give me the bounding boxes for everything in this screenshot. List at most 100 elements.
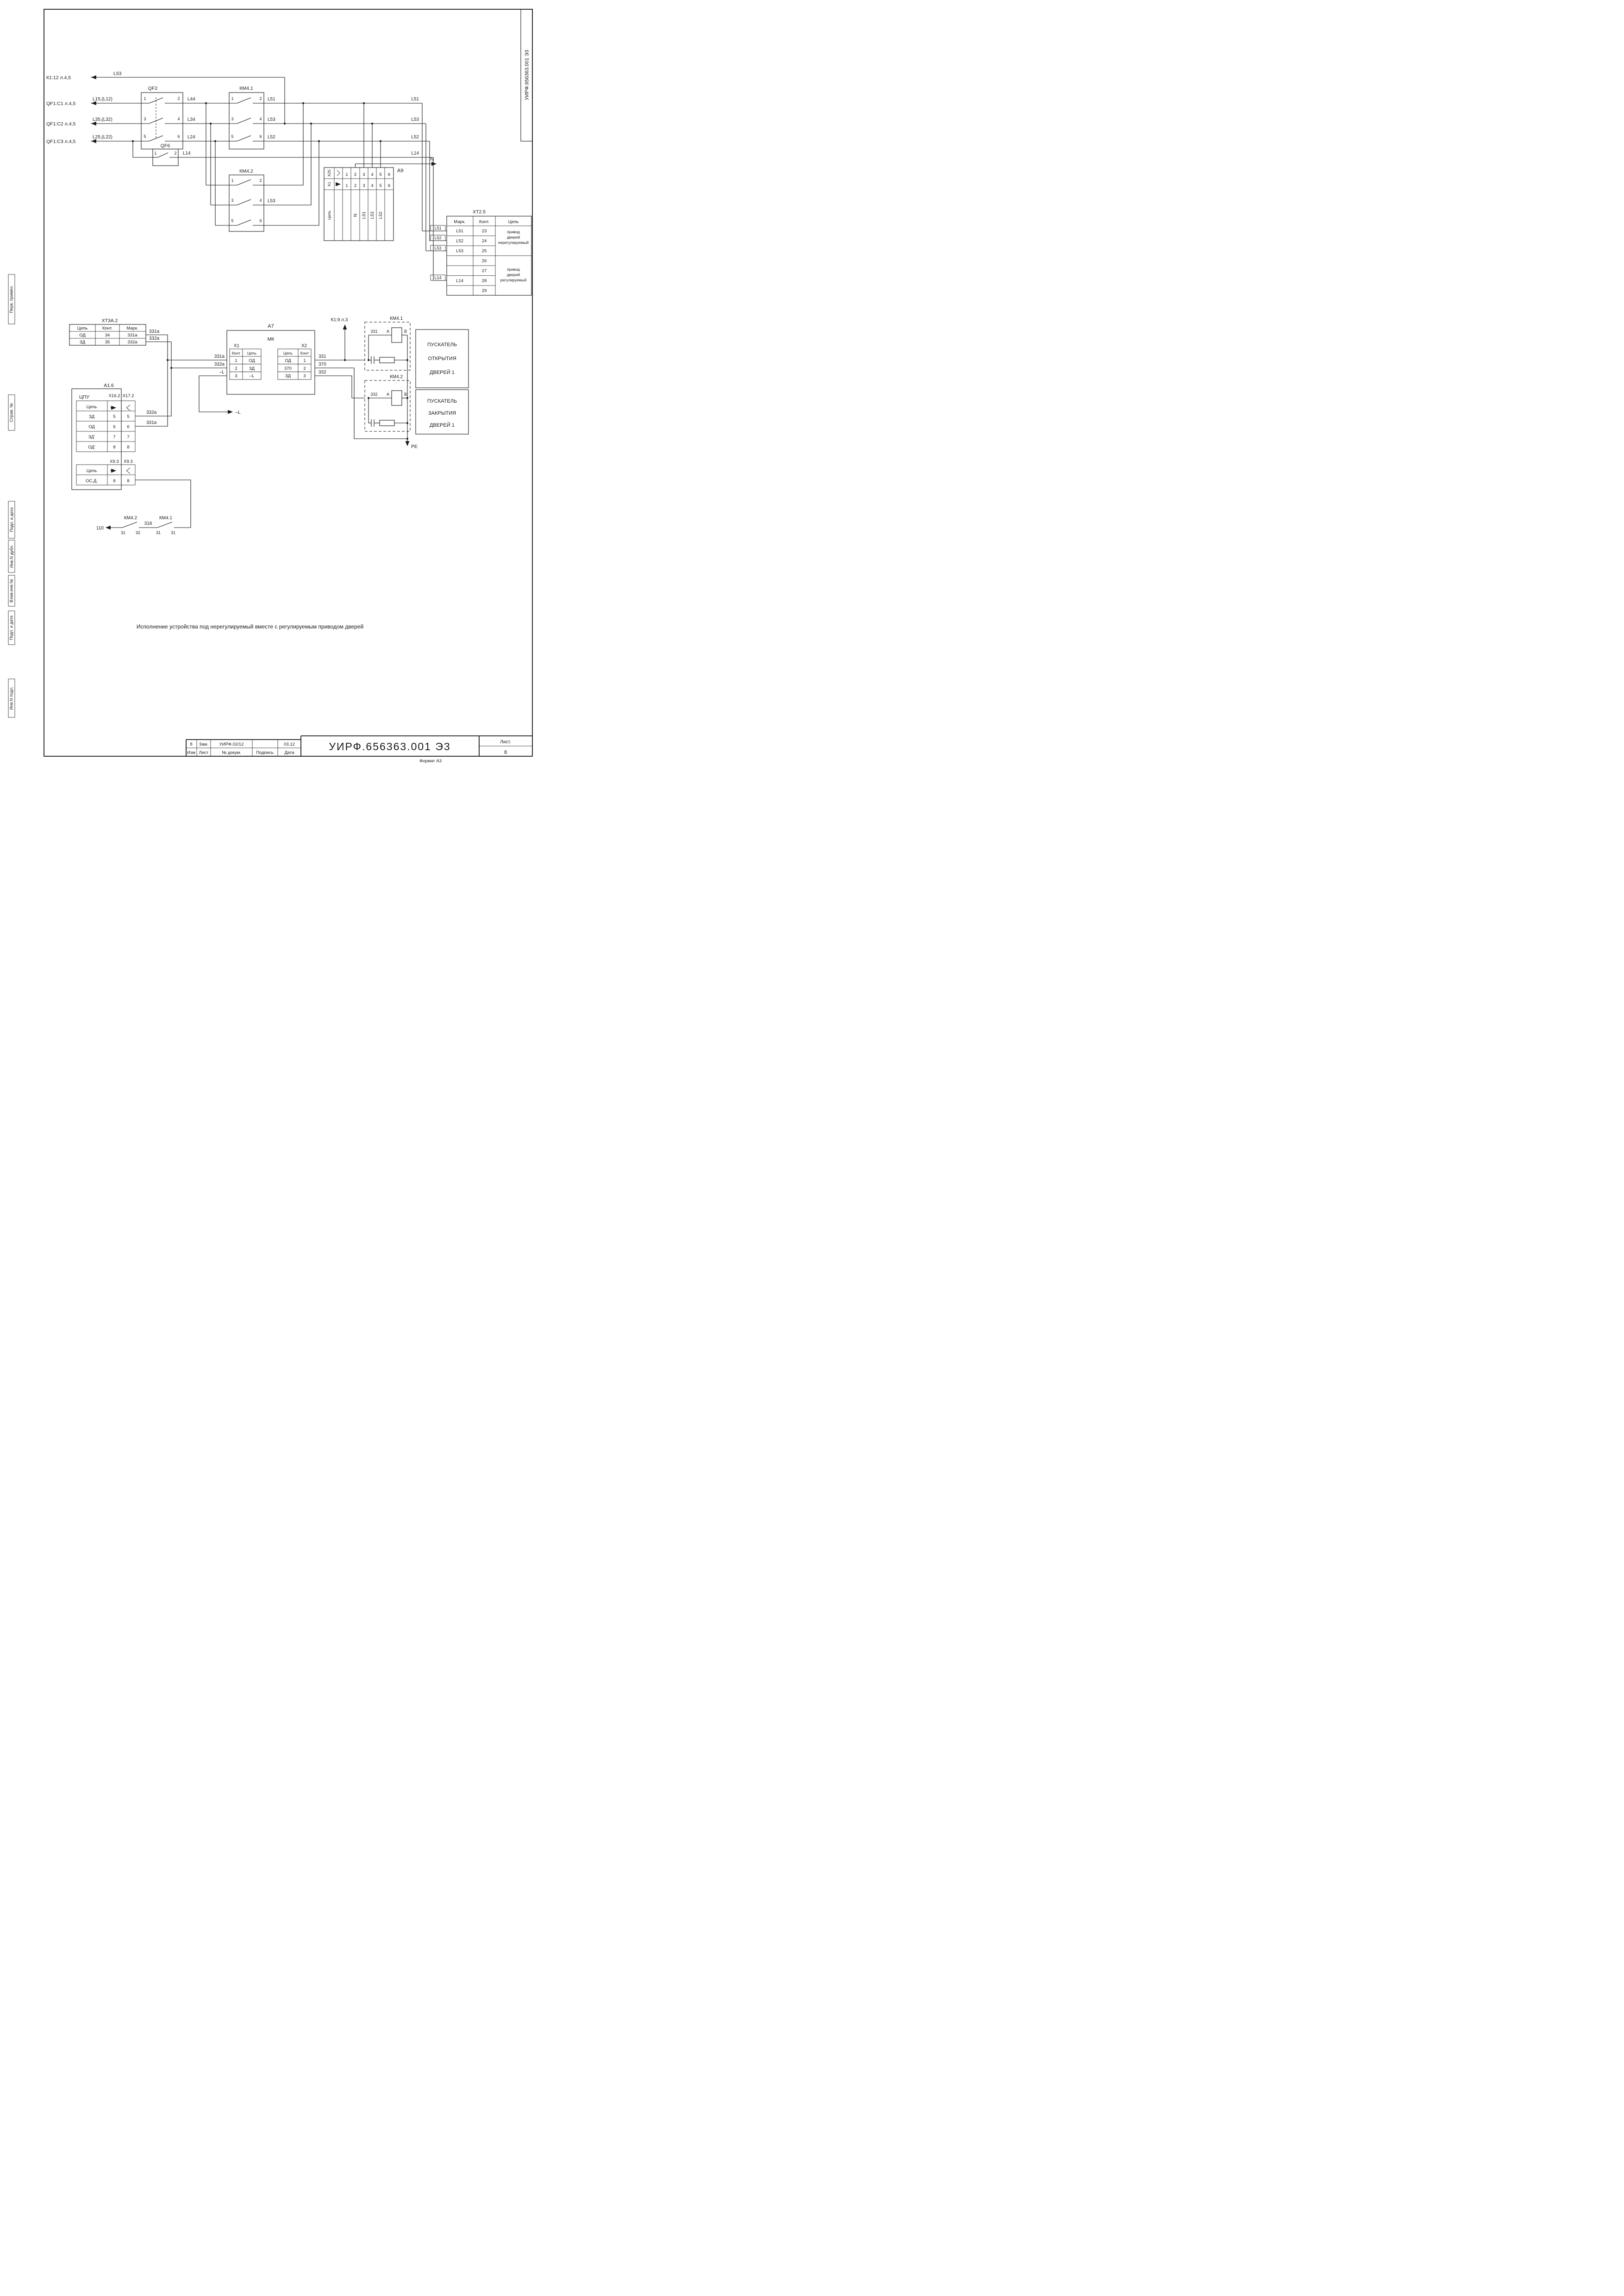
km42-pin: 4 <box>259 198 262 203</box>
stamp-vzam-inv: Взам.инв.№ <box>9 579 14 603</box>
tb-cell: 8 <box>190 742 192 747</box>
qf2-pin: 6 <box>177 134 180 139</box>
phase-wiring <box>183 102 229 226</box>
xt25-title: ХТ2.5 <box>473 209 486 215</box>
a9-signal-l52: L52 <box>378 212 383 219</box>
stamp-perv-primen: Перв. примен. <box>9 286 14 313</box>
wire-label-l53: L53 <box>268 117 275 122</box>
xt3a2-cell: 332а <box>127 340 137 345</box>
starter1-line: ДВЕРЕЙ 1 <box>430 369 455 375</box>
starter-boxes: ПУСКАТЕЛЬ ОТКРЫТИЯ ДВЕРЕЙ 1 ПУСКАТЕЛЬ ЗА… <box>415 329 469 435</box>
bus-label-l52: L52 <box>411 135 419 140</box>
x93-title-right: Х9.3 <box>124 459 133 464</box>
a7-x1-header: Цепь <box>247 351 257 355</box>
a7-x2-cell: 3 <box>303 373 306 379</box>
qf2-label: QF2 <box>148 86 158 91</box>
side-code-box <box>520 9 533 142</box>
xt3a2-cell: 35 <box>105 340 110 345</box>
a9-pin: 1 <box>345 183 348 188</box>
a9-pin: 6 <box>388 172 390 177</box>
a7-x1-title: Х1 <box>234 343 240 348</box>
wire-label-331a: 331а <box>149 329 160 334</box>
a7-x2-cell: ЗД <box>285 373 291 379</box>
drawing-page: УИРФ.656363.001 Э3 Перв. примен. Справ. … <box>0 0 541 765</box>
qf2-pin: 1 <box>144 96 146 101</box>
x93-cell: ОС.Д. <box>86 479 98 484</box>
km42-pin: 5 <box>231 218 233 223</box>
a16-cell: ОД’ <box>88 445 95 450</box>
wire-label-l53-top: L53 <box>113 71 122 76</box>
stub-label-l52: L52 <box>434 236 441 240</box>
bus-label-l51: L51 <box>411 97 419 102</box>
wire-label-pe: PE <box>411 444 418 449</box>
a7-x2-cell: 2 <box>303 366 306 371</box>
qf2-pin: 3 <box>144 117 146 121</box>
block-a16: А1.6 ЦПУ Х16.2 Х17.2 Цепь ЗД 5 5 ОД 6 6 … <box>71 383 136 490</box>
wire-label-l25: L25,(L22) <box>93 135 112 140</box>
a16-cell: 7 <box>113 435 115 440</box>
signal-wiring: 331а 332а 331а 332а –L 332а 331а –L <box>135 329 241 427</box>
wire-label-l52: L52 <box>268 135 275 140</box>
connector-socket-icon <box>337 170 340 176</box>
a9-signal-l53: L53 <box>370 212 375 219</box>
xt3a2-header: Цепь <box>77 326 87 331</box>
starter2-line: ЗАКРЫТИЯ <box>428 411 456 416</box>
a9-pin: 4 <box>371 172 373 177</box>
wire-label-332: 332 <box>319 370 326 375</box>
a7-x1-cell: 1 <box>235 358 237 363</box>
a9-pin: 5 <box>379 172 381 177</box>
km42-pin: 6 <box>259 218 262 223</box>
frame: УИРФ.656363.001 Э3 <box>44 9 533 757</box>
xt25-cont: 28 <box>482 279 487 284</box>
stamp-inv-podl: Инв.N подл. <box>9 686 14 709</box>
a7-x2-cell: ОД <box>285 358 291 363</box>
a7-x1-cell: ЗД <box>249 366 255 371</box>
ref-qf1-c3: QF1:C3 л.4,5 <box>46 139 75 144</box>
xt25-group1-line: нерегулируемый <box>498 240 529 245</box>
a7-x1-header: Конт <box>232 351 240 355</box>
a16-x162-title: Х16.2 <box>109 393 120 398</box>
tb-cell: № докум. <box>222 750 241 755</box>
stamp-sprav: Справ. № <box>9 403 14 422</box>
contactor-km41: КМ4.1 1 2 3 4 5 6 L51 L53 L52 <box>229 86 275 149</box>
coil-symbol <box>391 327 402 343</box>
a7-x2-header: Конт <box>300 351 309 355</box>
a9-x1-label: Х1 <box>327 182 331 187</box>
km41-coil-label: КМ4.1 <box>390 316 403 321</box>
a9-signal-l51: L51 <box>362 212 367 219</box>
xt3a2-cell: 34 <box>105 333 110 338</box>
wire-label-l14: L14 <box>183 151 191 156</box>
wire-label-minus-l: –L <box>219 370 225 375</box>
breaker-qf2: QF2 1 2 3 4 5 6 L44 L34 L24 <box>141 86 195 149</box>
xt25-mark: L53 <box>456 249 463 254</box>
km41-pin: 6 <box>259 134 262 139</box>
wire-label-l53-km42: L53 <box>268 199 275 204</box>
km41-pin: 4 <box>259 117 262 121</box>
qf6-label: QF6 <box>161 143 170 149</box>
stub-label-l53: L53 <box>434 246 441 250</box>
stamp-podp-data-1: Подп. и дата <box>9 507 14 532</box>
bus-label-l14: L14 <box>411 151 419 156</box>
wire-label-l15: L15,(L12) <box>93 97 112 102</box>
aux-contact-chain: 110 КМ4.2 КМ4.1 31 32 31 31 318 <box>96 516 191 535</box>
resistor-symbol <box>379 357 395 363</box>
a7-x2-cell: 370 <box>284 366 292 371</box>
a9-pin: 2 <box>354 183 356 188</box>
qf6-pin: 1 <box>154 151 156 156</box>
chain-pin: 32 <box>136 530 140 535</box>
document-code: УИРФ.656363.001 Э3 <box>329 740 450 753</box>
wire-label-n: N <box>430 156 434 162</box>
tb-cell: 03.12 <box>284 742 295 747</box>
a7-label: А7 <box>268 324 274 329</box>
a7-x2-title: Х2 <box>301 343 307 348</box>
connector-socket-icon <box>126 467 131 474</box>
sheet-label: Лист. <box>500 740 511 745</box>
ref-k1-9: К1:9 л.3 <box>331 317 348 323</box>
tb-cell: Изм <box>187 750 195 755</box>
xt25-cont: 23 <box>482 229 487 234</box>
km41-label: КМ4.1 <box>239 86 253 91</box>
wire-label-l34: L34 <box>187 117 195 122</box>
stub-label-l14: L14 <box>434 275 441 280</box>
terminal-table-xt3a2: ХТ3А.2 Цепь Конт. Марк. ОД 34 331а ЗД 35… <box>69 318 146 346</box>
tb-cell: Подпись <box>256 750 274 755</box>
